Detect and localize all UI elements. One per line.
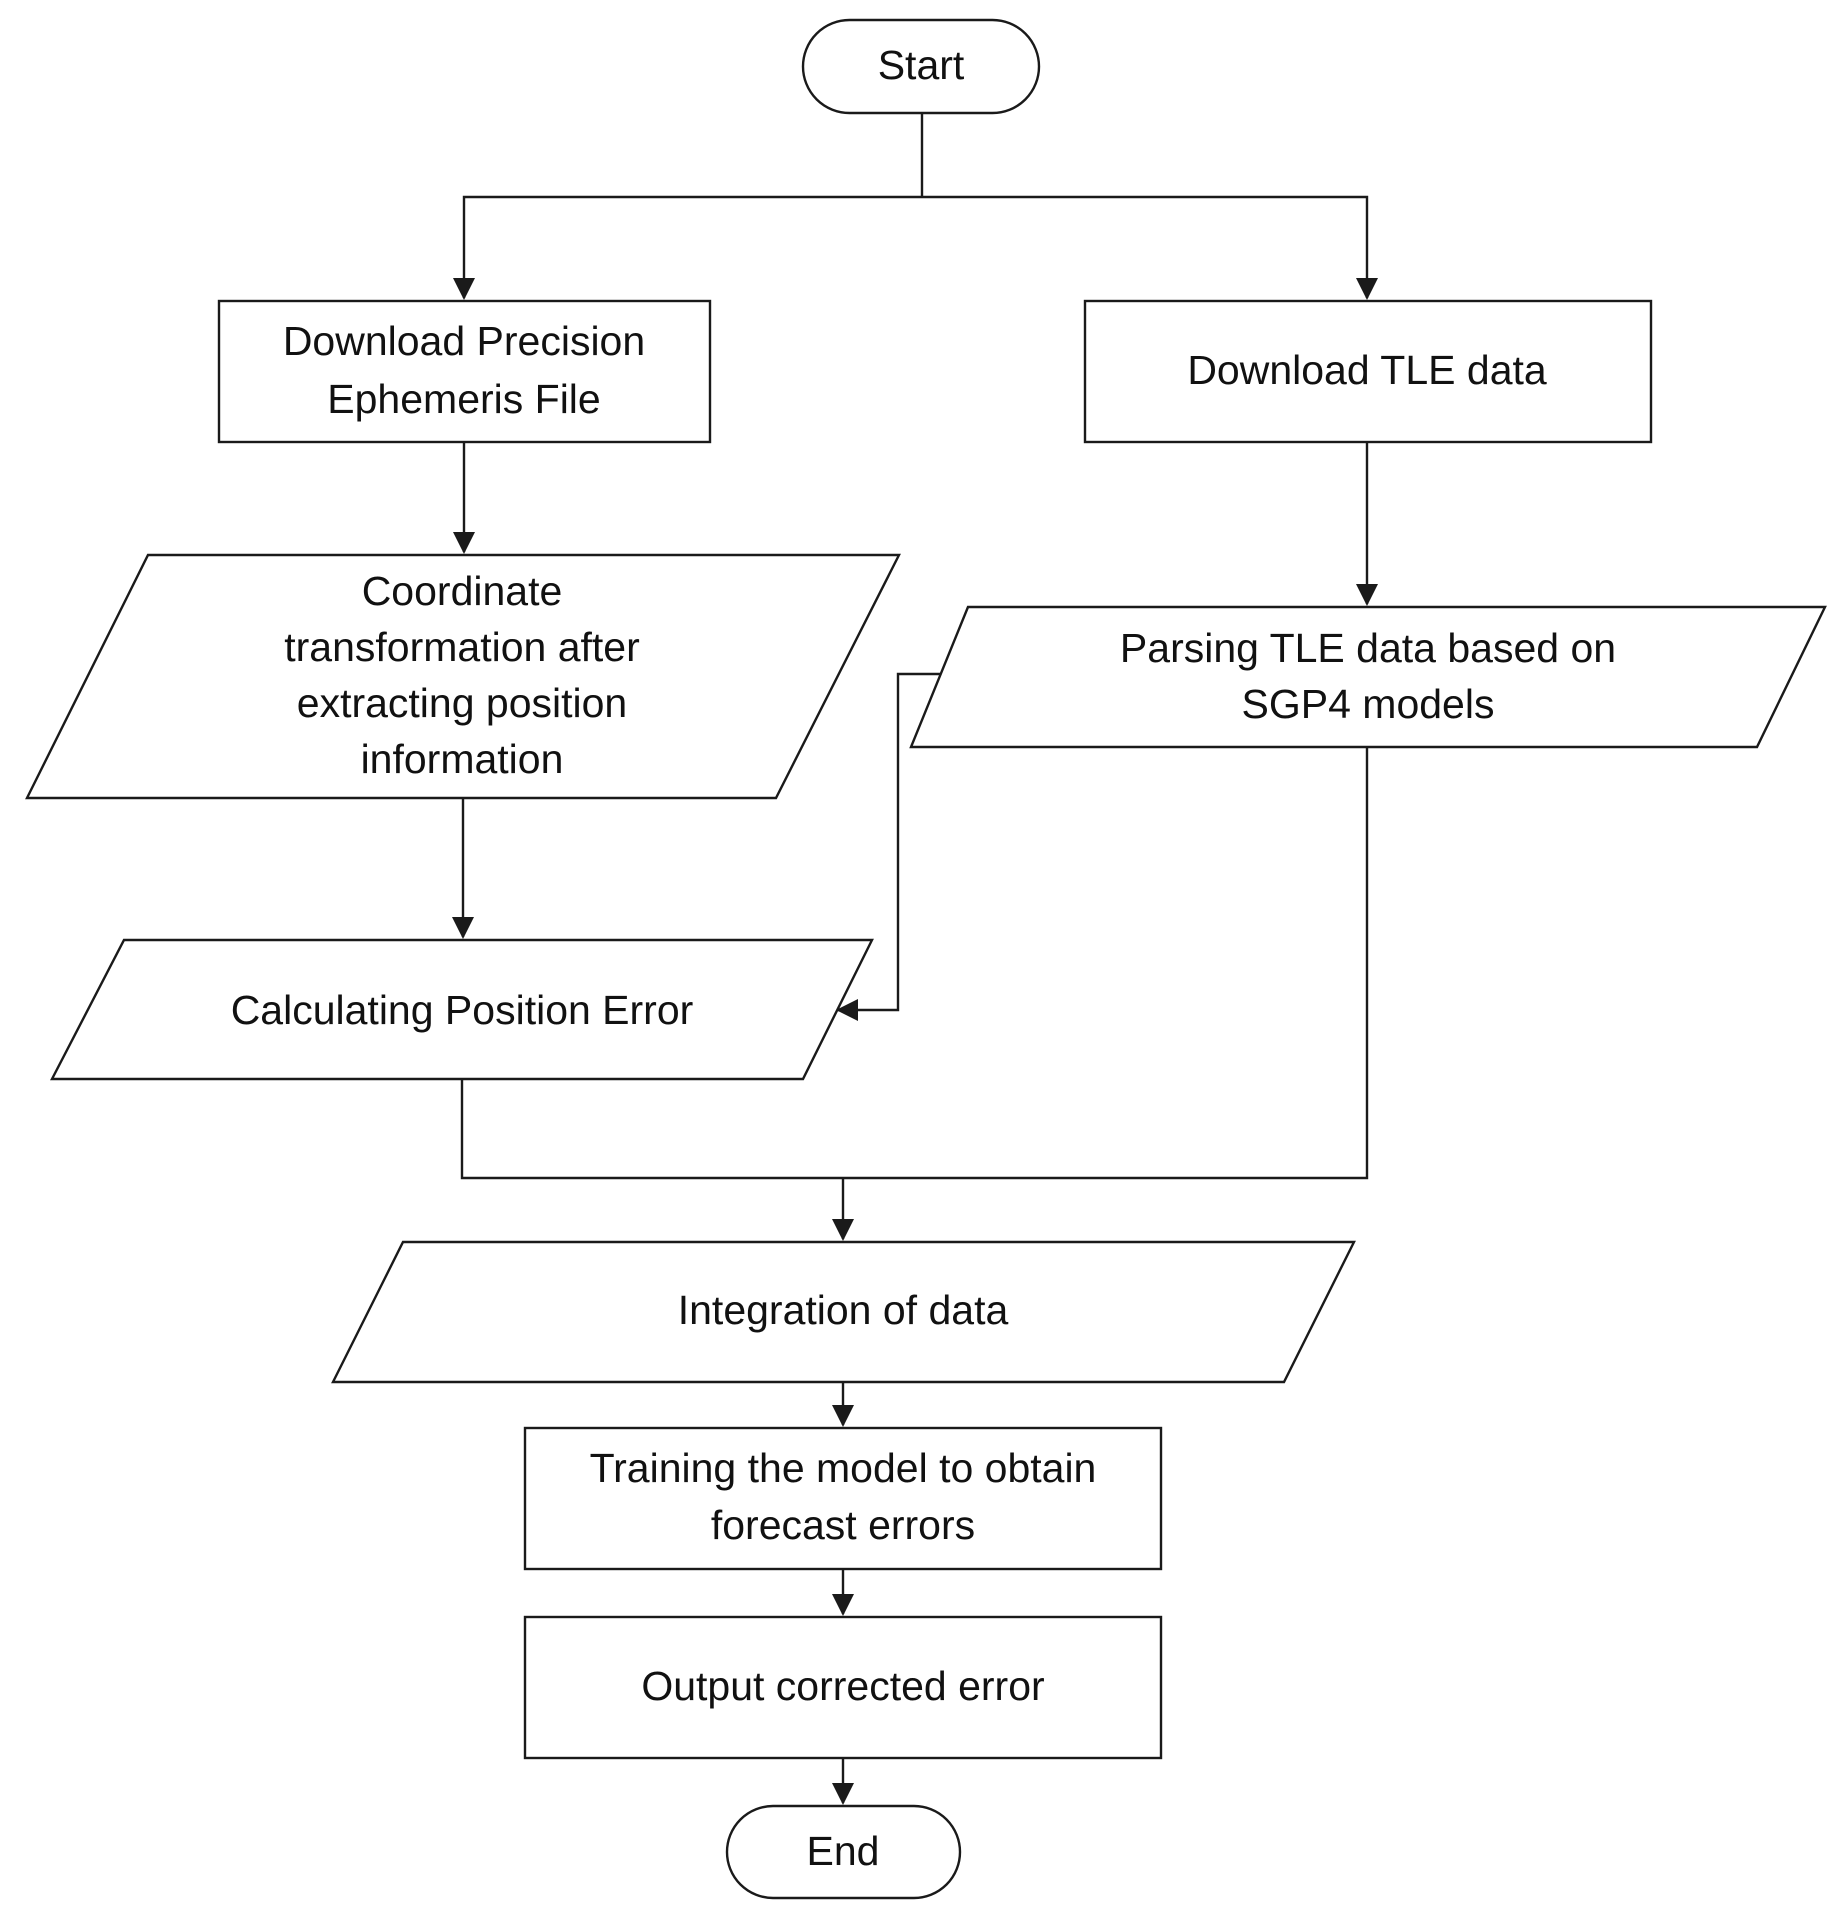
download-precision-process: Download Precision Ephemeris File <box>217 299 712 444</box>
download-precision-line-2: Ephemeris File <box>327 376 600 422</box>
parsing-tle-line-1: Parsing TLE data based on <box>1120 625 1616 671</box>
connectors <box>452 113 1378 1805</box>
connector-to-download-tle <box>922 195 1378 300</box>
connector-parsing-merge <box>843 747 1369 1180</box>
training-line-2: forecast errors <box>711 1502 975 1548</box>
integration-io: Integration of data <box>331 1240 1356 1384</box>
end-node: End <box>725 1804 962 1900</box>
coordinate-transform-line-4: information <box>361 736 564 782</box>
start-label: Start <box>878 42 965 88</box>
calc-error-io: Calculating Position Error <box>50 938 874 1081</box>
parsing-tle-io: Parsing TLE data based on SGP4 models <box>909 605 1827 749</box>
connector-parsing-to-calc <box>836 672 942 1021</box>
output-process: Output corrected error <box>523 1615 1163 1760</box>
calc-error-line-1: Calculating Position Error <box>231 987 694 1033</box>
parsing-tle-line-2: SGP4 models <box>1242 681 1495 727</box>
download-precision-line-1: Download Precision <box>283 318 645 364</box>
coordinate-transform-io: Coordinate transformation after extracti… <box>25 553 901 800</box>
connector-calc-merge <box>460 1079 843 1180</box>
coordinate-transform-line-2: transformation after <box>284 624 640 670</box>
coordinate-transform-line-3: extracting position <box>297 680 627 726</box>
training-line-1: Training the model to obtain <box>590 1445 1097 1491</box>
training-process: Training the model to obtain forecast er… <box>523 1426 1163 1571</box>
connector-to-download-precision <box>453 195 922 300</box>
coordinate-transform-line-1: Coordinate <box>362 568 563 614</box>
start-node: Start <box>801 18 1041 115</box>
download-tle-line-1: Download TLE data <box>1187 347 1547 393</box>
integration-line-1: Integration of data <box>678 1287 1009 1333</box>
output-line-1: Output corrected error <box>641 1663 1044 1709</box>
download-tle-process: Download TLE data <box>1083 299 1653 444</box>
end-label: End <box>807 1828 880 1874</box>
